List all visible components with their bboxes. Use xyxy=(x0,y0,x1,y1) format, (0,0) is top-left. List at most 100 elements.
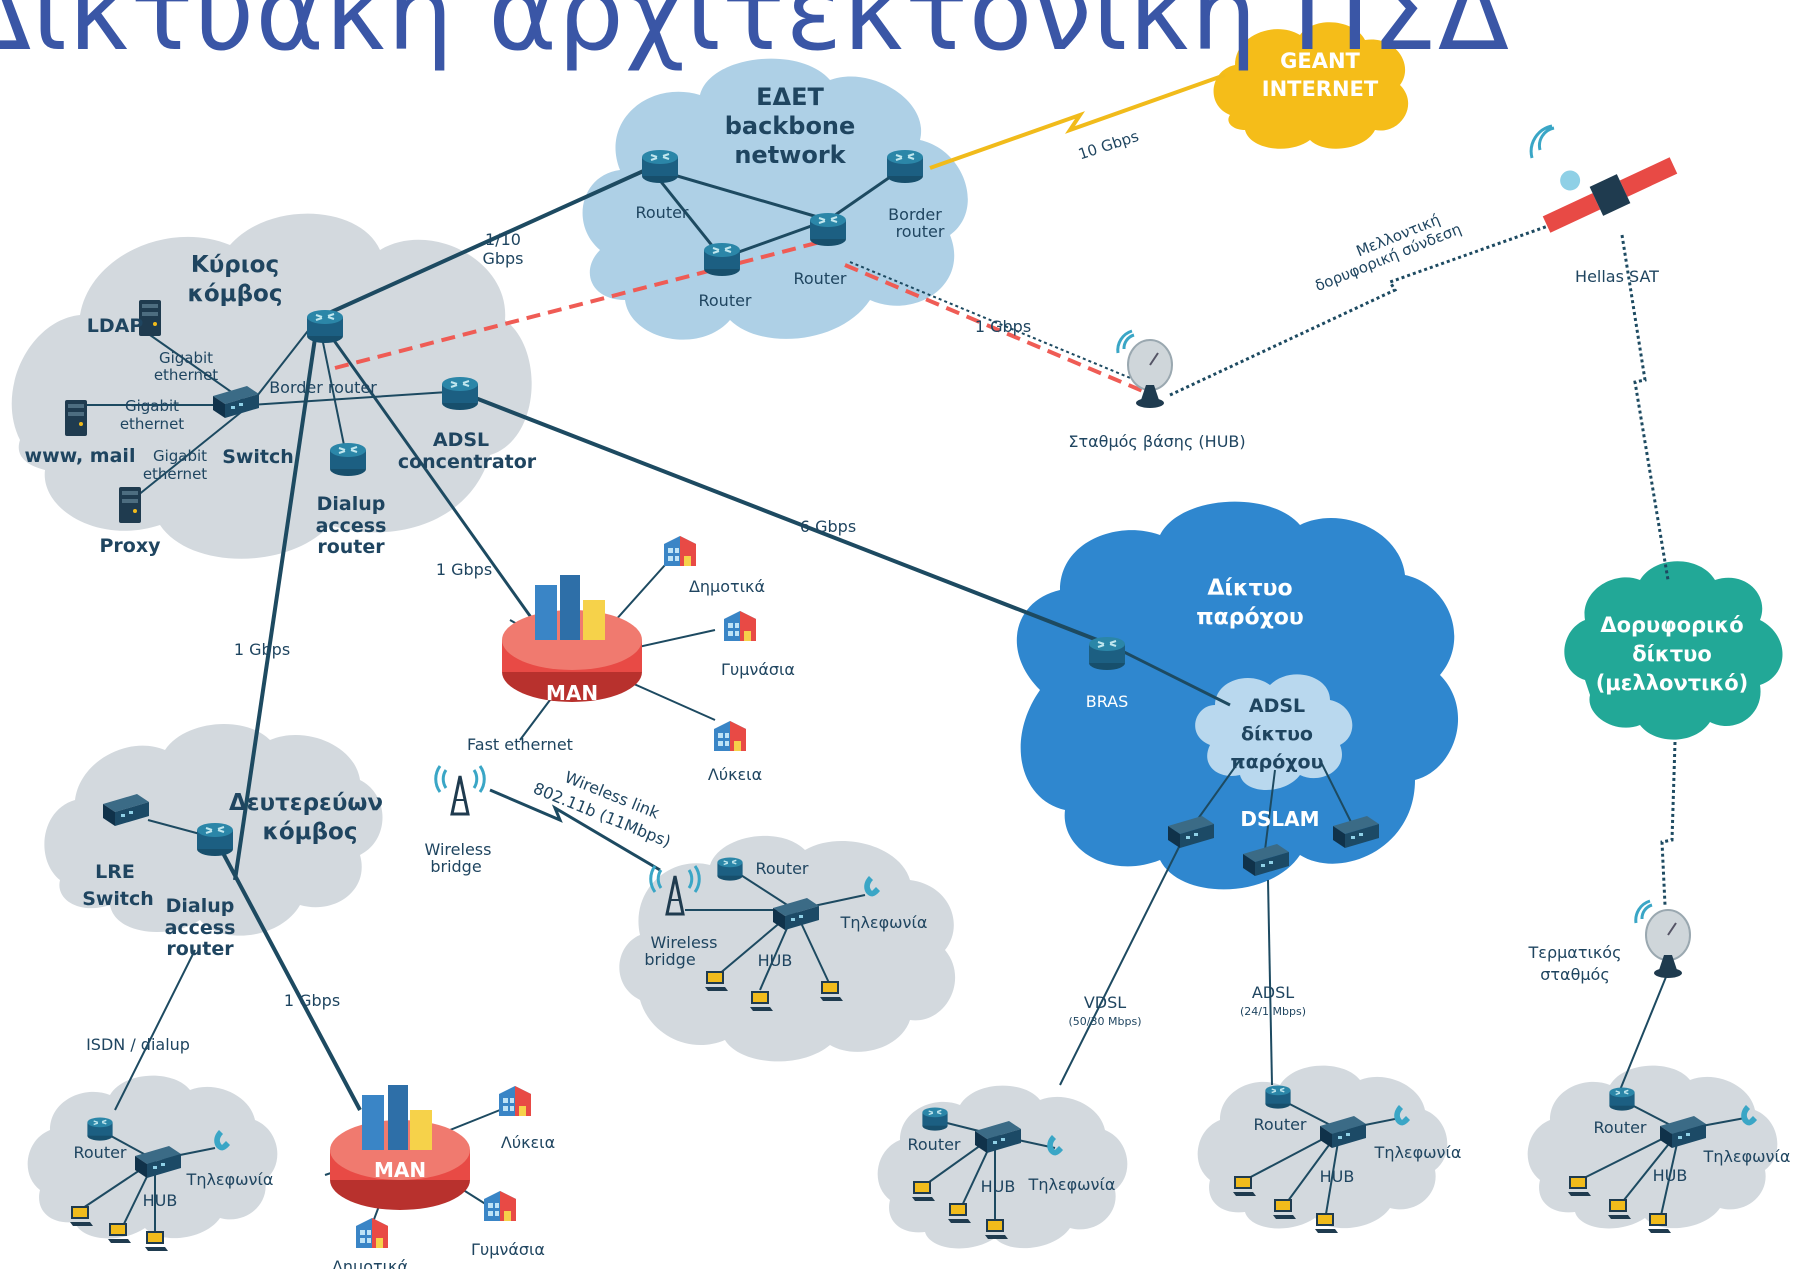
link-main-edet xyxy=(317,166,651,320)
main-dialup-router-icon xyxy=(329,442,367,477)
satellite-network-line-1: Δορυφορικό xyxy=(1600,613,1743,637)
satellite-signal-icon xyxy=(1529,124,1555,159)
link-vdsl xyxy=(1059,844,1181,1086)
hellas-sat-label: Hellas SAT xyxy=(1575,267,1659,286)
edet-border-router-icon xyxy=(886,149,924,184)
gigabit-1-line-2: ethernet xyxy=(154,366,218,384)
man2-gymnasia-building-icon xyxy=(484,1191,516,1221)
isdn-label: ISDN / dialup xyxy=(86,1035,190,1054)
hub-station-label: Σταθμός βάσης (HUB) xyxy=(1068,432,1245,451)
edet-router-c-icon xyxy=(809,212,847,247)
adsl-concentrator-line-2: concentrator xyxy=(398,451,537,473)
wireless-bridge-icon xyxy=(434,764,486,816)
dslam-label: DSLAM xyxy=(1240,807,1319,831)
gigabit-2-line-2: ethernet xyxy=(120,415,184,433)
man-2-label: MAN xyxy=(374,1158,426,1182)
wireless-bridge-line-1: Wireless xyxy=(425,840,492,859)
wireless-hub-label: HUB xyxy=(758,951,793,970)
lan-adsl-hub-label: HUB xyxy=(1320,1167,1355,1186)
edet-router-b-label: Router xyxy=(698,291,751,310)
lan-adsl-router-label: Router xyxy=(1253,1115,1306,1134)
secondary-title-line-1: Δευτερεύων xyxy=(229,790,383,816)
backbone-speed-line-2: Gbps xyxy=(482,249,523,268)
edet-router-a-icon xyxy=(641,149,679,184)
lan-adsl-cloud xyxy=(1197,1065,1448,1229)
man1-dimotika-building-icon xyxy=(664,536,696,566)
lan-sat-cloud xyxy=(1527,1065,1778,1229)
main-node-title-line-1: Κύριος xyxy=(191,252,279,278)
lan-sat-phone-label: Τηλεφωνία xyxy=(1703,1147,1791,1166)
provider-adsl-line-3: παρόχου xyxy=(1231,751,1324,773)
backbone-speed-line-1: 1/10 xyxy=(485,230,521,249)
lan-adsl-phone-label: Τηλεφωνία xyxy=(1374,1143,1462,1162)
provider-adsl-line-1: ADSL xyxy=(1249,695,1305,717)
dashed-red-link xyxy=(334,238,1146,394)
man2-link-label: 1 Gbps xyxy=(284,991,340,1010)
man1-gymnasia-building-icon xyxy=(724,611,756,641)
man-link-label: 1 Gbps xyxy=(436,560,492,579)
bras-label: BRAS xyxy=(1086,692,1129,711)
man1-lykeia-label: Λύκεια xyxy=(708,765,762,784)
link-main-secondary xyxy=(233,317,320,881)
lan-isdn-hub-label: HUB xyxy=(143,1191,178,1210)
main-node-title-line-2: κόμβος xyxy=(188,281,283,307)
edet-title-line-2: backbone xyxy=(725,112,856,140)
link-secondary-man xyxy=(213,837,362,1111)
link-main-provider xyxy=(459,390,1111,647)
secondary-dialup-router-icon xyxy=(196,822,234,857)
hub-link-label: 1 Gbps xyxy=(975,317,1031,336)
lan-vdsl-router-label: Router xyxy=(907,1135,960,1154)
provider-title-line-1: Δίκτυο xyxy=(1207,576,1292,601)
lan-adsl-router-icon xyxy=(1264,1084,1292,1110)
lan-sat-router-icon xyxy=(1608,1086,1636,1112)
remote-bridge-line-2: bridge xyxy=(644,950,695,969)
man-1-disc: MAN xyxy=(502,575,642,705)
lan-isdn-phone-label: Τηλεφωνία xyxy=(186,1170,274,1189)
wireless-bridge-line-2: bridge xyxy=(430,857,481,876)
edet-title-line-1: ΕΔΕΤ xyxy=(756,83,824,111)
edet-router-b-icon xyxy=(703,242,741,277)
fast-ethernet-label: Fast ethernet xyxy=(467,735,573,754)
lan-sat-router-label: Router xyxy=(1593,1118,1646,1137)
www-label: www, mail xyxy=(25,445,136,467)
gigabit-1-line-1: Gigabit xyxy=(159,349,213,367)
man2-gymnasia-label: Γυμνάσια xyxy=(471,1240,545,1259)
secondary-dialup-line-3: router xyxy=(166,938,234,960)
satellite-network-line-3: (μελλοντικό) xyxy=(1596,671,1749,695)
satellite-cloud xyxy=(1564,561,1783,740)
adsl-speed-label: (24/1 Mbps) xyxy=(1240,1005,1306,1018)
wireless-router-label: Router xyxy=(755,859,808,878)
bras-icon xyxy=(1088,636,1126,671)
man2-dimotika-building-icon xyxy=(356,1218,388,1248)
page-title: Δικτυακή αρχιτεκτονική ΠΣΔ xyxy=(0,0,1511,74)
lan-vdsl-hub-label: HUB xyxy=(981,1177,1016,1196)
lre-line-1: LRE xyxy=(95,861,135,883)
vdsl-speed-label: (50/30 Mbps) xyxy=(1069,1015,1142,1028)
satellite-icon xyxy=(1542,157,1678,233)
lre-line-2: Switch xyxy=(82,888,154,910)
terminal-station-line-2: σταθμός xyxy=(1540,965,1609,984)
secondary-link-label: 1 Gbps xyxy=(234,640,290,659)
provider-cloud xyxy=(1016,501,1459,890)
www-server-icon xyxy=(65,400,87,436)
lan-sat-hub-label: HUB xyxy=(1653,1166,1688,1185)
main-dialup-line-1: Dialup xyxy=(317,493,386,515)
man1-lykeia-building-icon xyxy=(714,721,746,751)
main-dialup-line-3: router xyxy=(317,536,385,558)
provider-adsl-line-2: δίκτυο xyxy=(1241,723,1313,745)
secondary-dialup-line-2: access xyxy=(165,917,236,939)
man-2-disc: MAN xyxy=(330,1085,470,1210)
main-dialup-line-2: access xyxy=(316,515,387,537)
edet-router-a-label: Router xyxy=(635,203,688,222)
gigabit-3-line-2: ethernet xyxy=(143,465,207,483)
man2-lykeia-label: Λύκεια xyxy=(501,1133,555,1152)
edet-router-c-label: Router xyxy=(793,269,846,288)
terminal-station-line-1: Τερματικός xyxy=(1528,943,1622,962)
terminal-station-dish-icon xyxy=(1634,899,1692,980)
remote-bridge-line-1: Wireless xyxy=(651,933,718,952)
geant-line-1: GEANT xyxy=(1280,49,1360,73)
geant-link-bolt xyxy=(929,73,1226,170)
lan-vdsl-phone-label: Τηλεφωνία xyxy=(1028,1175,1116,1194)
man1-dimotika-label: Δημοτικά xyxy=(689,577,765,596)
man-1-label: MAN xyxy=(546,681,598,705)
